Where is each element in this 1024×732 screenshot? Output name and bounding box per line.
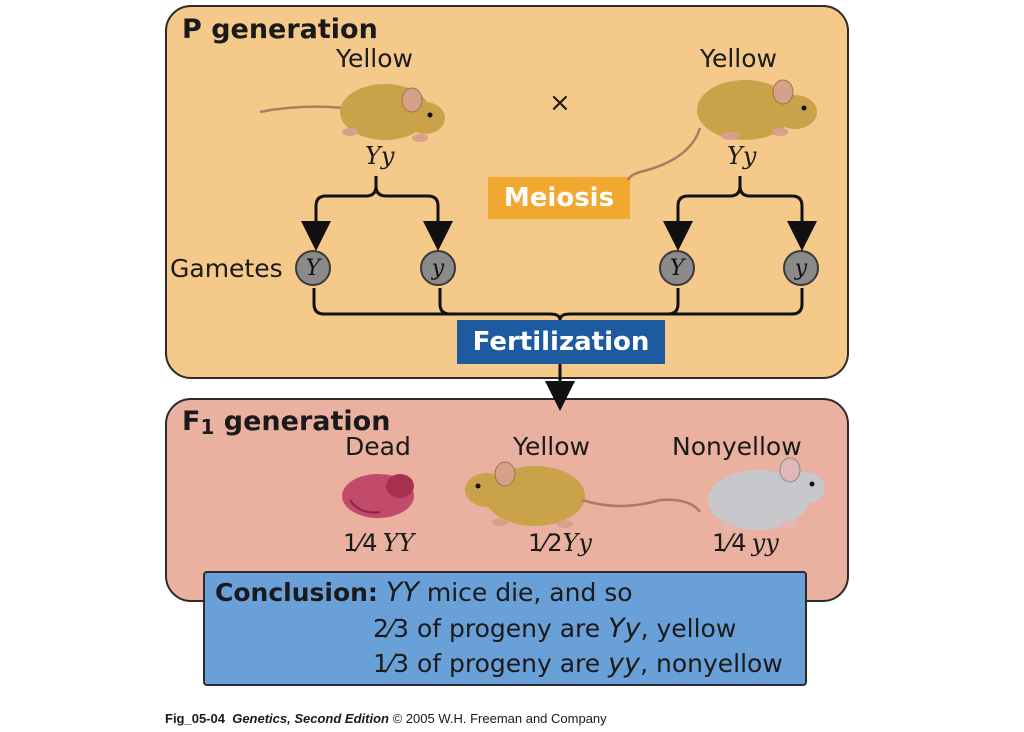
offspring-nonyellow-phenotype: Nonyellow <box>672 432 802 461</box>
f1-generation-title: F1 generation <box>182 406 391 439</box>
fertilization-connector <box>312 288 804 411</box>
right-parent-genotype: Yy <box>727 142 757 170</box>
right-parent-phenotype: Yellow <box>700 44 777 73</box>
figure-caption: Fig_05-04 Genetics, Second Edition © 200… <box>165 711 607 726</box>
conclusion-line-1: Conclusion: YY mice die, and so <box>215 577 633 608</box>
conclusion-line-3: 1⁄3 of progeny are yy, nonyellow <box>373 648 783 679</box>
offspring-yellow-ratio: 1⁄2Yy <box>528 529 592 557</box>
offspring-yellow-phenotype: Yellow <box>513 432 590 461</box>
offspring-dead-ratio: 1⁄4 YY <box>343 529 415 557</box>
gamete-right-recessive: y <box>783 250 819 286</box>
p-generation-title: P generation <box>182 14 378 45</box>
left-meiosis-connector <box>301 176 453 251</box>
fertilization-label: Fertilization <box>457 320 665 364</box>
right-meiosis-connector <box>663 176 817 251</box>
cross-symbol: × <box>549 88 571 118</box>
offspring-dead-phenotype: Dead <box>345 432 411 461</box>
meiosis-label: Meiosis <box>488 177 630 219</box>
left-parent-phenotype: Yellow <box>336 44 413 73</box>
gamete-left-recessive: y <box>420 250 456 286</box>
right-parent-mouse-illustration <box>626 79 817 181</box>
conclusion-box: Conclusion: YY mice die, and so 2⁄3 of p… <box>203 571 807 686</box>
offspring-nonyellow-mouse-illustration <box>708 457 825 530</box>
gamete-right-dominant: Y <box>659 250 695 286</box>
left-parent-genotype: Yy <box>365 142 395 170</box>
left-parent-mouse-illustration <box>259 84 445 142</box>
dead-embryo-illustration <box>342 474 414 518</box>
offspring-yellow-mouse-illustration <box>465 461 702 528</box>
gamete-left-dominant: Y <box>295 250 331 286</box>
conclusion-line-2: 2⁄3 of progeny are Yy, yellow <box>373 613 737 644</box>
offspring-nonyellow-ratio: 1⁄4 yy <box>712 529 779 557</box>
gametes-label: Gametes <box>170 254 283 283</box>
